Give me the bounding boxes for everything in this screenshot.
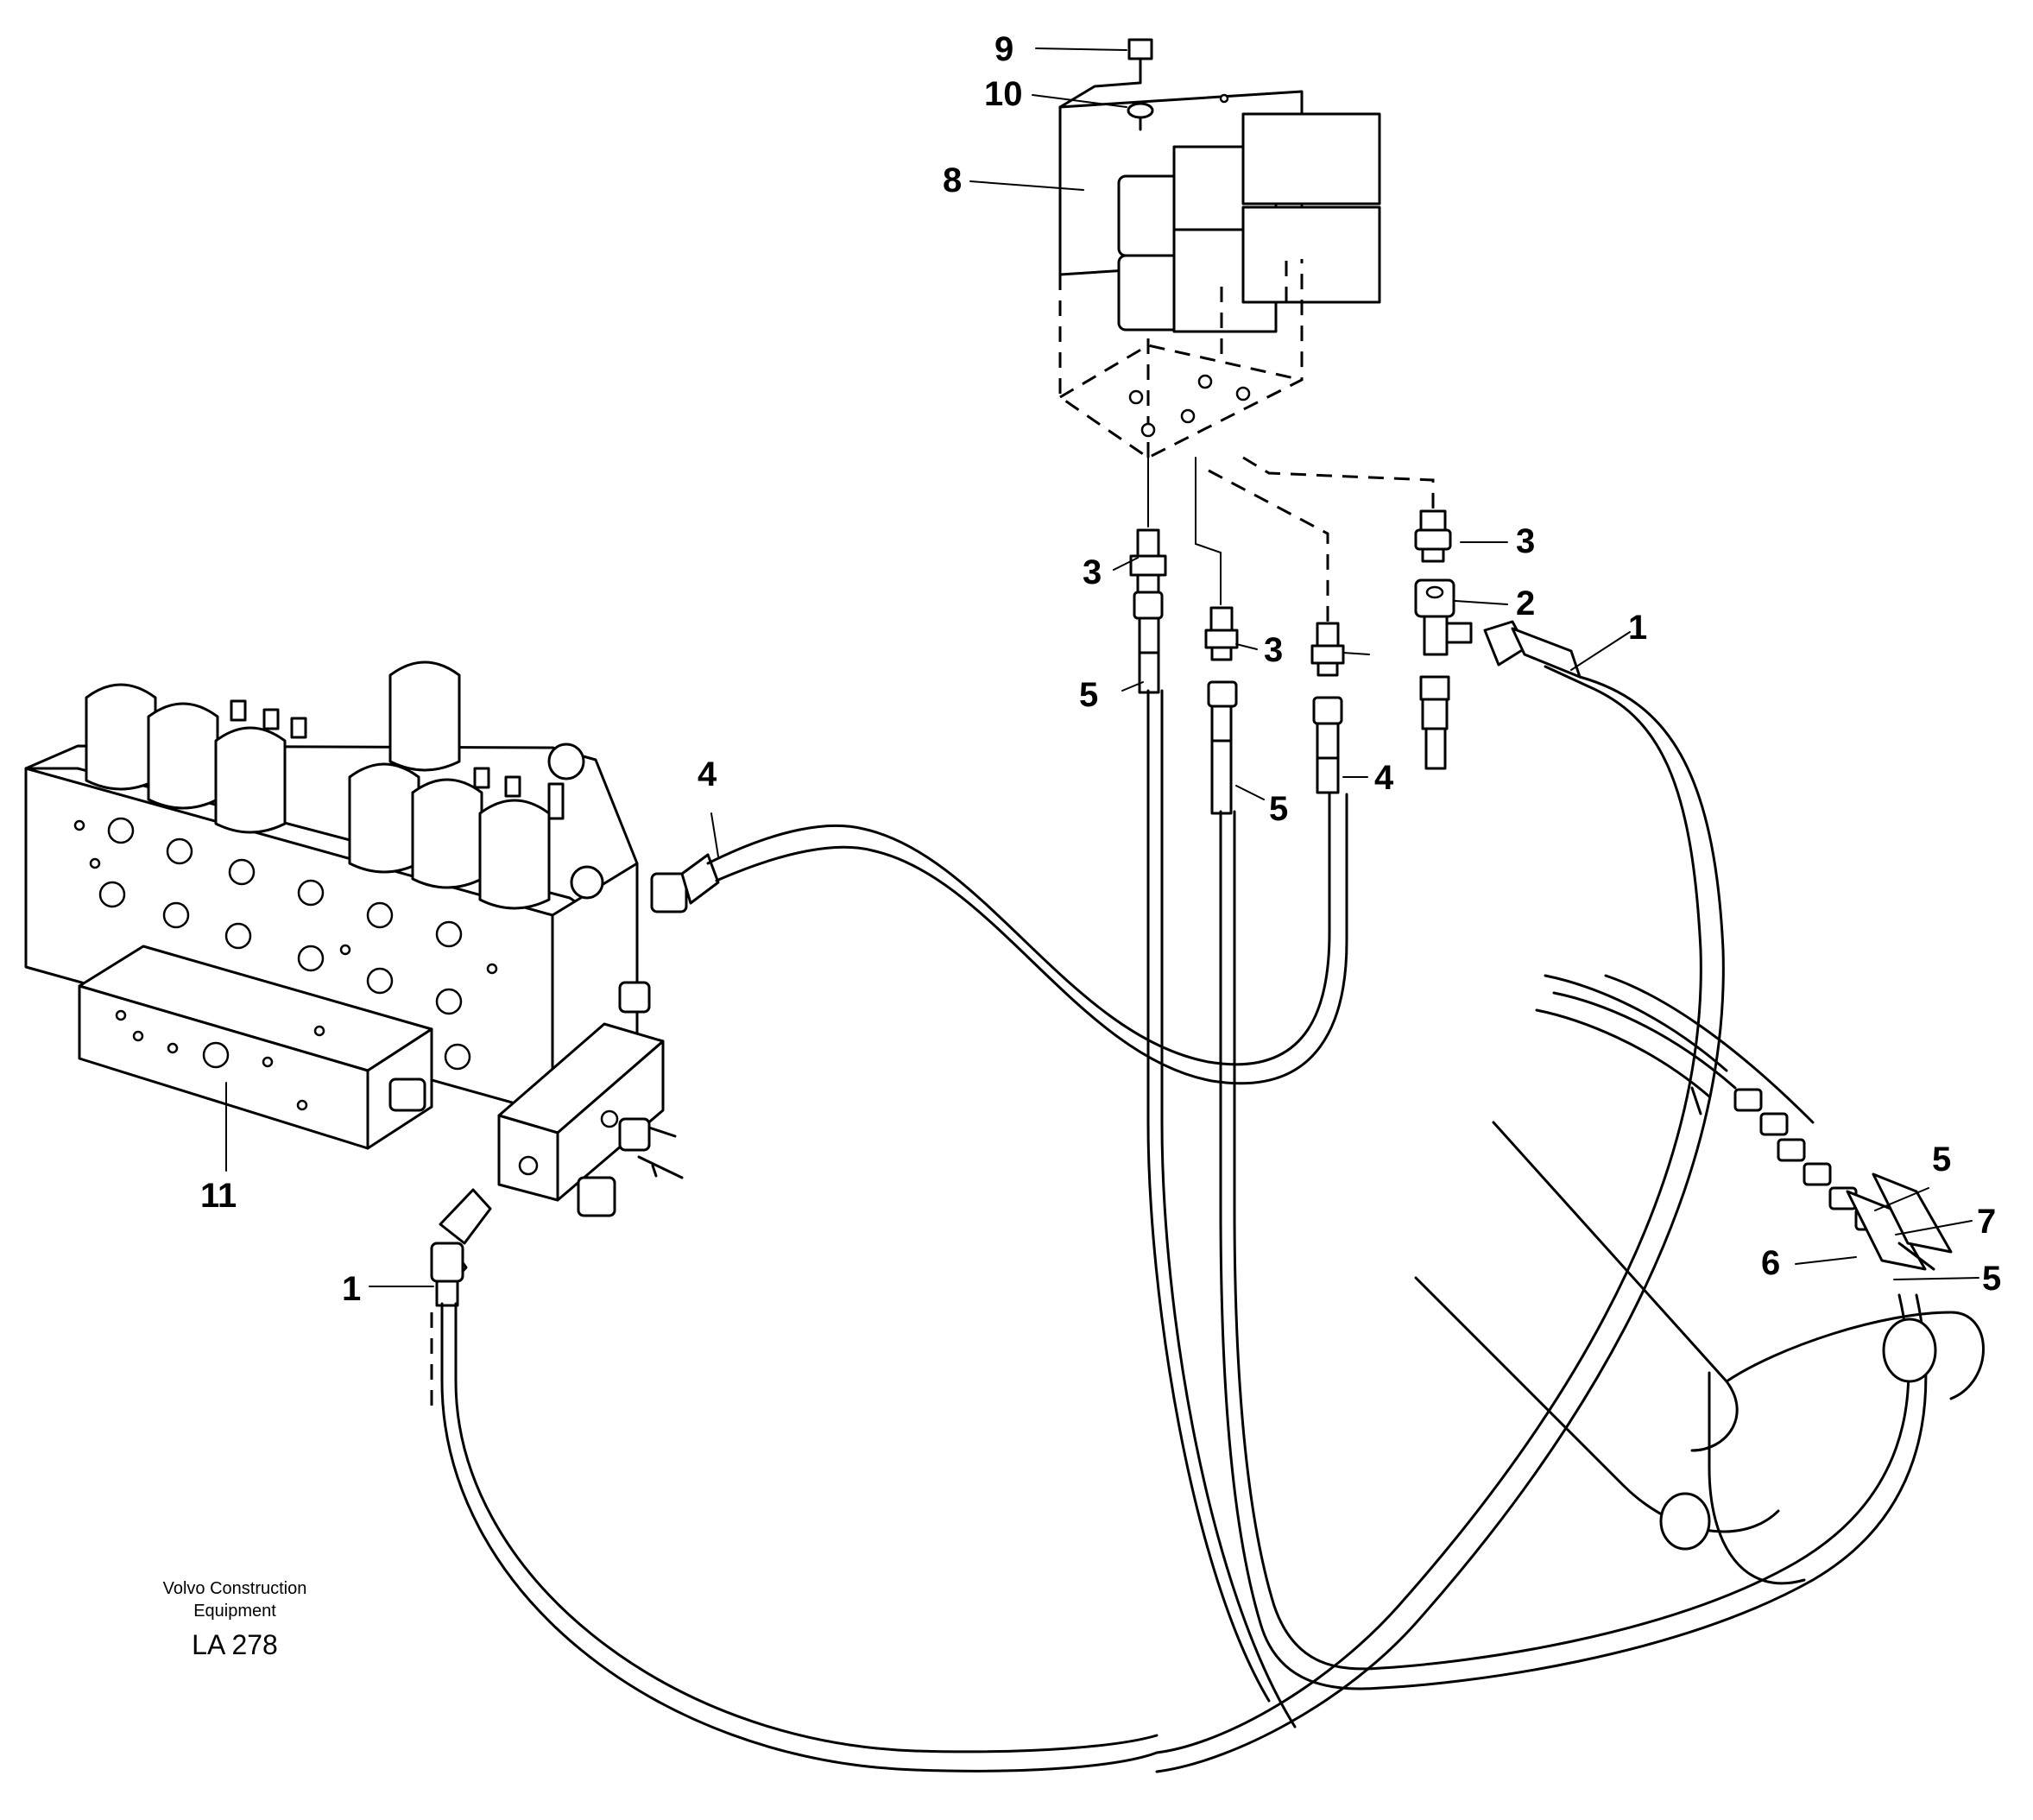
callout-9: 9 xyxy=(994,30,1013,68)
callout-5-lower-right: 5 xyxy=(1982,1260,2001,1298)
hoses xyxy=(430,675,1928,1773)
callout-5-middle: 5 xyxy=(1269,790,1288,828)
callout-4-right: 4 xyxy=(1374,759,1394,797)
callout-1-top: 1 xyxy=(1628,609,1647,647)
drawing-code: LA 278 xyxy=(192,1629,278,1660)
callout-4-left: 4 xyxy=(698,755,717,793)
caption-line-2: Equipment xyxy=(193,1602,276,1621)
callout-1-bottom: 1 xyxy=(342,1270,361,1308)
callout-5-left: 5 xyxy=(1079,676,1098,714)
callout-5-upper-right: 5 xyxy=(1932,1141,1951,1179)
connection-lines xyxy=(1147,456,1435,639)
caption: Volvo Construction Equipment LA 278 xyxy=(163,1579,307,1660)
boom-arm xyxy=(1414,974,1985,1585)
callout-7: 7 xyxy=(1977,1203,1996,1241)
callout-3-left: 3 xyxy=(1083,553,1102,591)
callout-3-middle: 3 xyxy=(1264,631,1283,669)
caption-line-1: Volvo Construction xyxy=(163,1579,307,1598)
screw-and-washer xyxy=(1127,38,1154,131)
main-control-valve xyxy=(24,660,684,1217)
callout-8: 8 xyxy=(943,161,962,199)
servo-valve-block xyxy=(1058,81,1381,459)
callouts: 9 10 8 3 3 3 3 2 1 5 5 4 4 11 1 5 7 6 5 xyxy=(200,30,2001,1308)
callout-3-right: 3 xyxy=(1516,522,1535,560)
callout-11: 11 xyxy=(200,1177,237,1215)
adapter-fittings xyxy=(1129,509,1590,815)
leader-lines xyxy=(225,47,1979,1287)
callout-6: 6 xyxy=(1761,1244,1780,1282)
callout-2: 2 xyxy=(1516,585,1535,622)
callout-10: 10 xyxy=(984,75,1023,113)
